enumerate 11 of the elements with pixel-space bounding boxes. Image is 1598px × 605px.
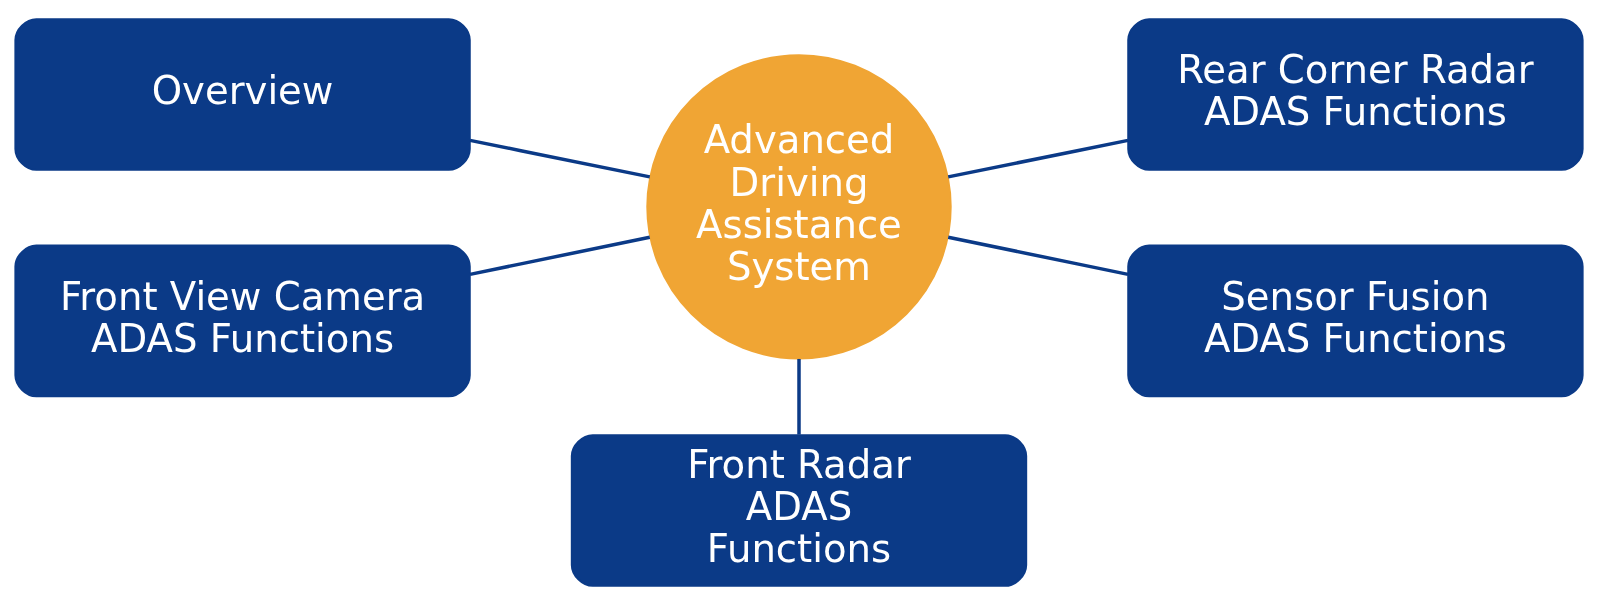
connector (947, 235, 1129, 277)
node-circle: Advanced Driving Assistance System (646, 54, 952, 360)
connector (797, 358, 801, 435)
node-box: Sensor Fusion ADAS Functions (1127, 244, 1584, 398)
node-box: Front Radar ADAS Functions (570, 434, 1028, 587)
connector (947, 138, 1129, 179)
node-box: Overview (14, 18, 471, 171)
node-box: Rear Corner Radar ADAS Functions (1127, 18, 1584, 171)
node-box: Front View Camera ADAS Functions (14, 244, 471, 398)
connector (469, 138, 651, 179)
connector (469, 235, 651, 277)
